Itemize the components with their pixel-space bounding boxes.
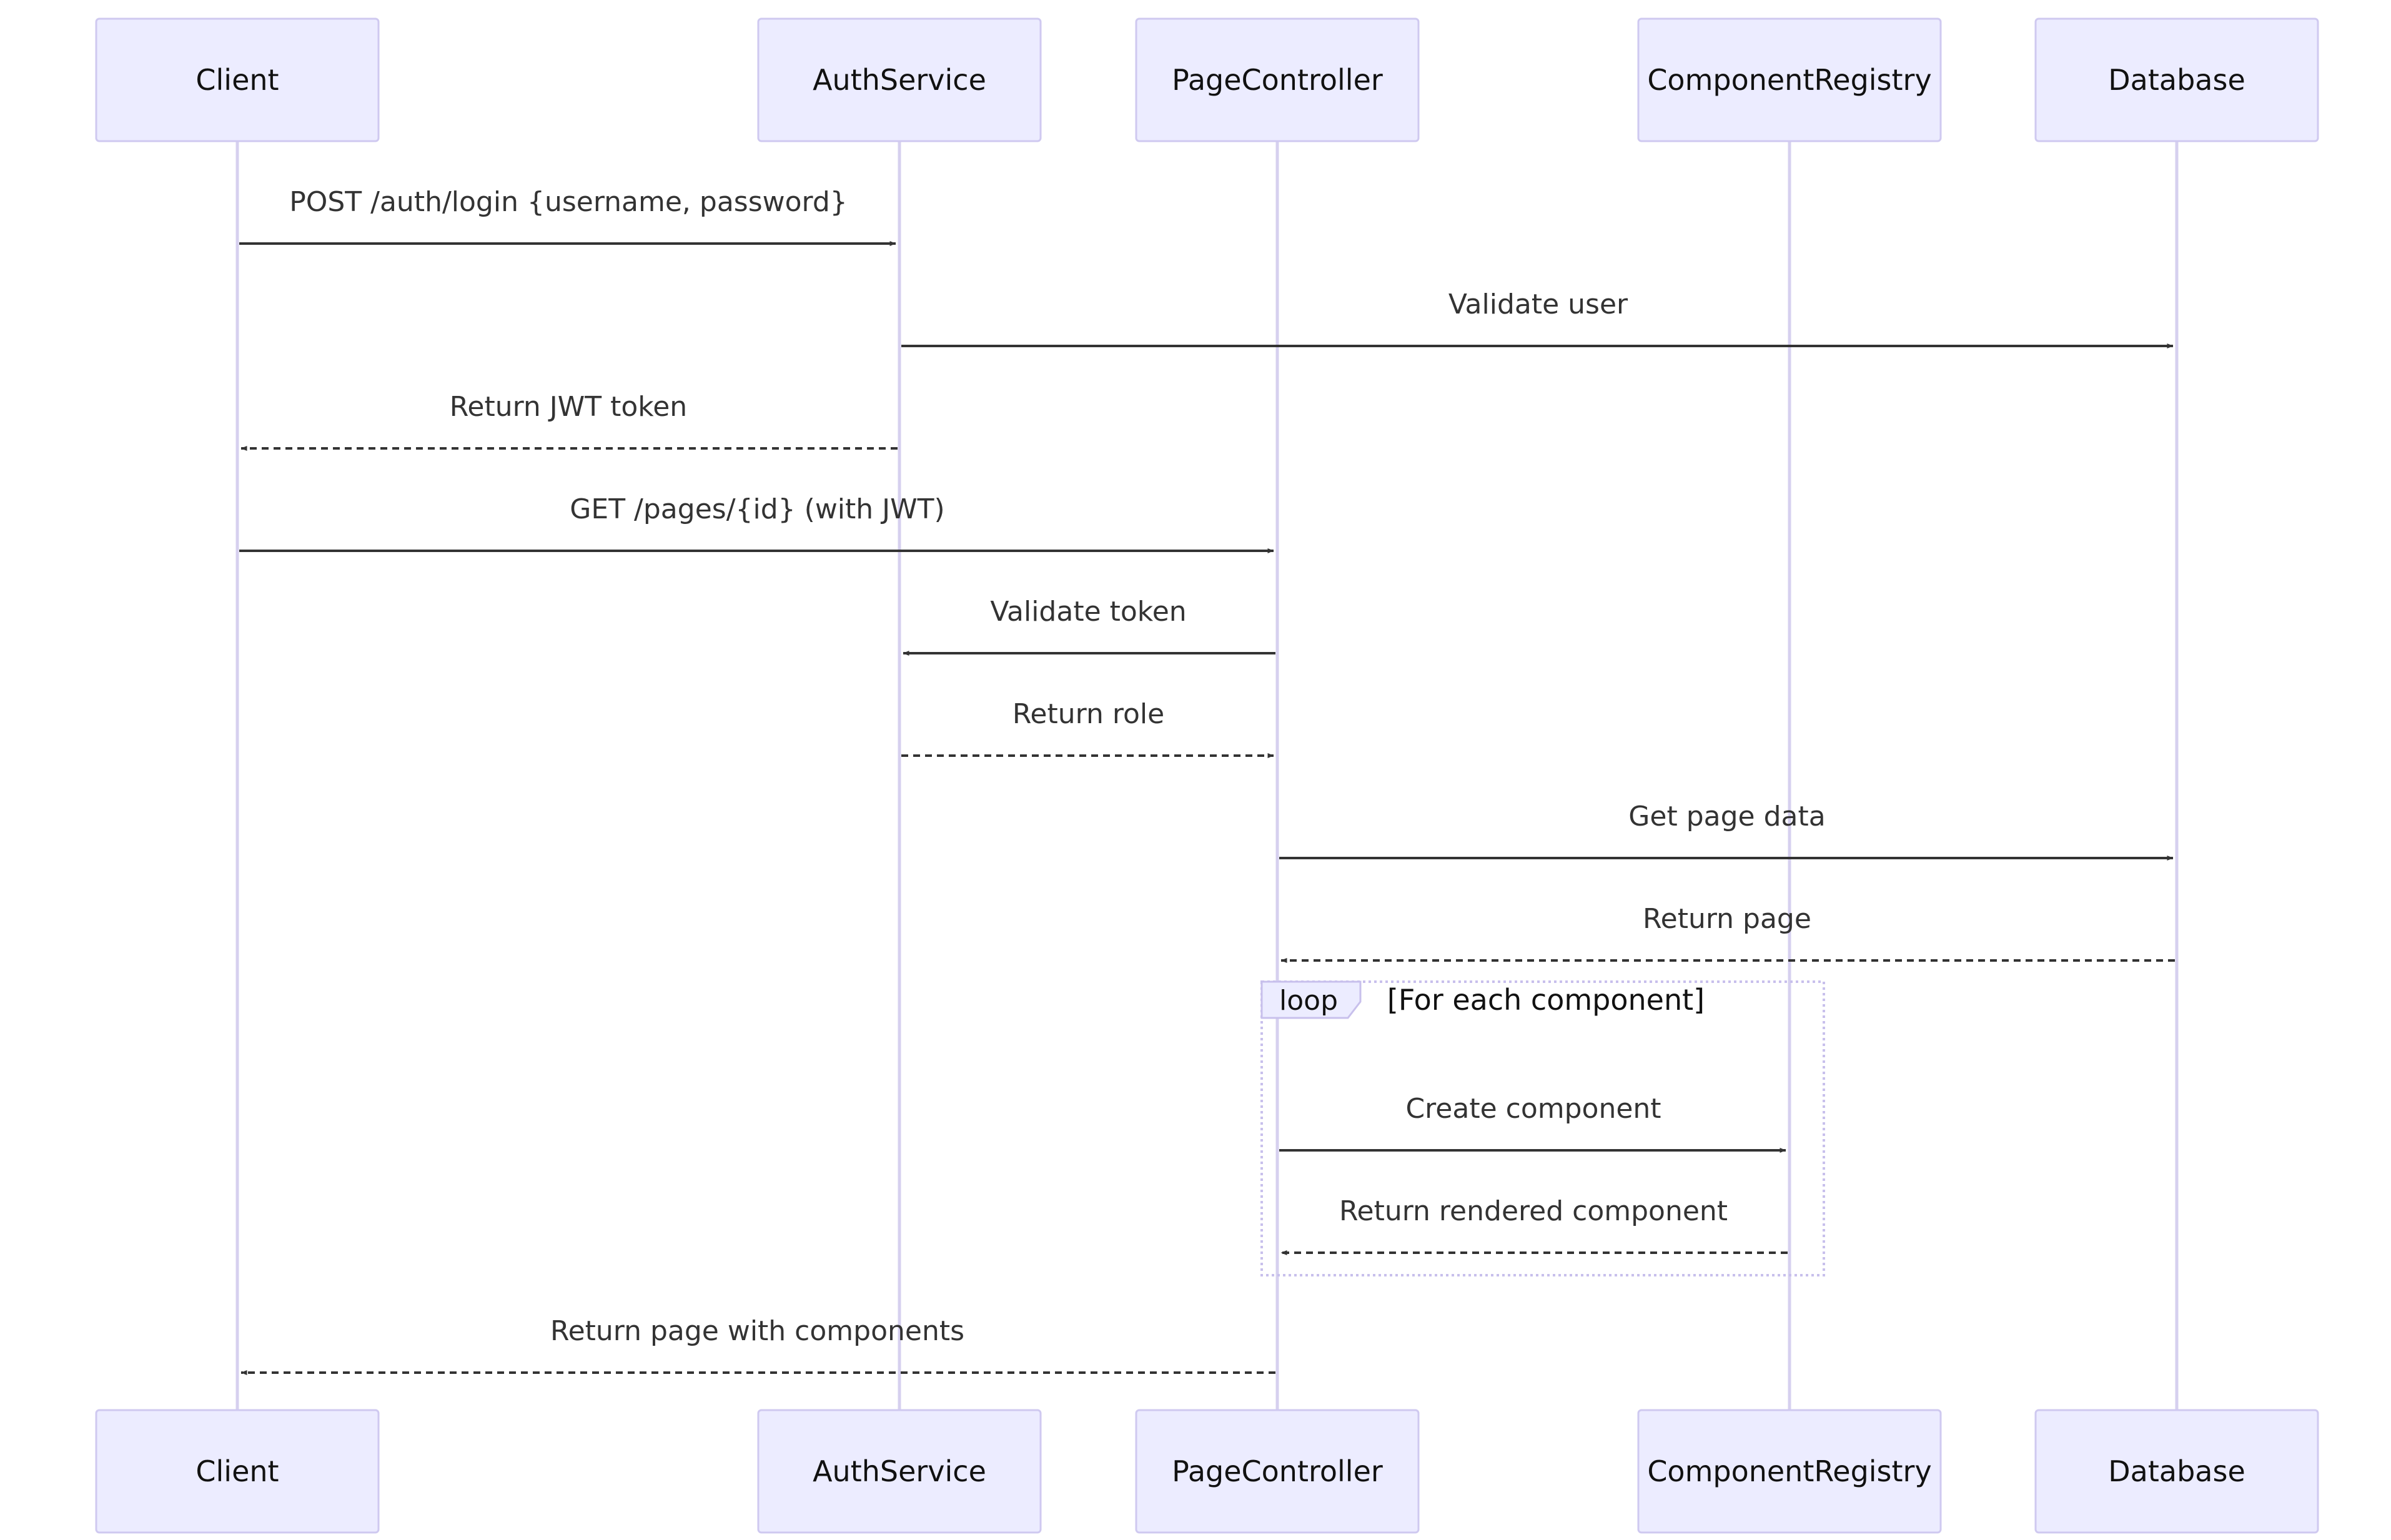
actor-auth-bottom: AuthService — [757, 1409, 1042, 1534]
actor-label: AuthService — [813, 1454, 986, 1488]
message-3: Return JWT token — [240, 391, 898, 451]
message-label: Create component — [1405, 1093, 1661, 1125]
message-label: Return page with components — [550, 1315, 964, 1347]
actor-box — [95, 17, 380, 142]
loop-tab — [1260, 980, 1362, 1019]
loop-frame-group: loop [For each component] — [1260, 980, 1825, 1276]
lifelines — [235, 141, 2179, 1410]
actor-registry-top: ComponentRegistry — [1637, 17, 1942, 142]
actor-box — [757, 1409, 1042, 1534]
actors-bottom: Client AuthService PageController Component… — [95, 1409, 2319, 1534]
messages: POST /auth/login {username, password} Val… — [239, 186, 2175, 1375]
actor-client-top: Client — [95, 17, 380, 142]
message-8: Return page — [1280, 903, 2175, 963]
actor-page-bottom: PageController — [1135, 1409, 1420, 1534]
actor-box — [2034, 1409, 2319, 1534]
actor-label: Client — [196, 1454, 279, 1488]
message-label: Return JWT token — [450, 391, 687, 423]
actor-registry-bottom: ComponentRegistry — [1637, 1409, 1942, 1534]
actor-page-top: PageController — [1135, 17, 1420, 142]
actor-db-top: Database — [2034, 17, 2319, 142]
actor-box — [1637, 1409, 1942, 1534]
message-4: GET /pages/{id} (with JWT) — [239, 493, 1274, 553]
message-label: GET /pages/{id} (with JWT) — [570, 493, 944, 525]
actor-box — [1135, 17, 1420, 142]
loop-condition: [For each component] — [1387, 983, 1705, 1017]
actor-client-bottom: Client — [95, 1409, 380, 1534]
message-7: Get page data — [1279, 801, 2174, 861]
actor-label: PageController — [1172, 1454, 1383, 1488]
actor-label: AuthService — [813, 63, 986, 97]
message-6: Return role — [901, 698, 1274, 758]
actor-label: Database — [2108, 63, 2245, 97]
message-label: Return role — [1012, 698, 1164, 730]
message-9: Create component — [1279, 1093, 1786, 1153]
actor-label: ComponentRegistry — [1647, 63, 1931, 97]
actor-box — [2034, 17, 2319, 142]
actor-auth-top: AuthService — [757, 17, 1042, 142]
actors-top: Client AuthService PageController Component… — [95, 17, 2319, 142]
actor-label: Client — [196, 63, 279, 97]
actor-label: PageController — [1172, 63, 1383, 97]
message-label: POST /auth/login {username, password} — [289, 186, 848, 218]
actor-label: Database — [2108, 1454, 2245, 1488]
message-10: Return rendered component — [1280, 1195, 1788, 1255]
message-11: Return page with components — [240, 1315, 1275, 1375]
actor-box — [95, 1409, 380, 1534]
actor-box — [1135, 1409, 1420, 1534]
message-label: Return rendered component — [1339, 1195, 1728, 1227]
message-label: Get page data — [1628, 801, 1825, 832]
loop-frame — [1260, 980, 1825, 1276]
actor-label: ComponentRegistry — [1647, 1454, 1931, 1488]
message-label: Validate token — [990, 596, 1186, 628]
actor-db-bottom: Database — [2034, 1409, 2319, 1534]
actor-box — [1637, 17, 1942, 142]
loop-keyword: loop — [1279, 985, 1338, 1017]
message-label: Return page — [1643, 903, 1811, 935]
actor-box — [757, 17, 1042, 142]
message-5: Validate token — [903, 596, 1275, 656]
message-label: Validate user — [1448, 289, 1628, 320]
message-1: POST /auth/login {username, password} — [239, 186, 896, 246]
message-2: Validate user — [901, 289, 2174, 348]
